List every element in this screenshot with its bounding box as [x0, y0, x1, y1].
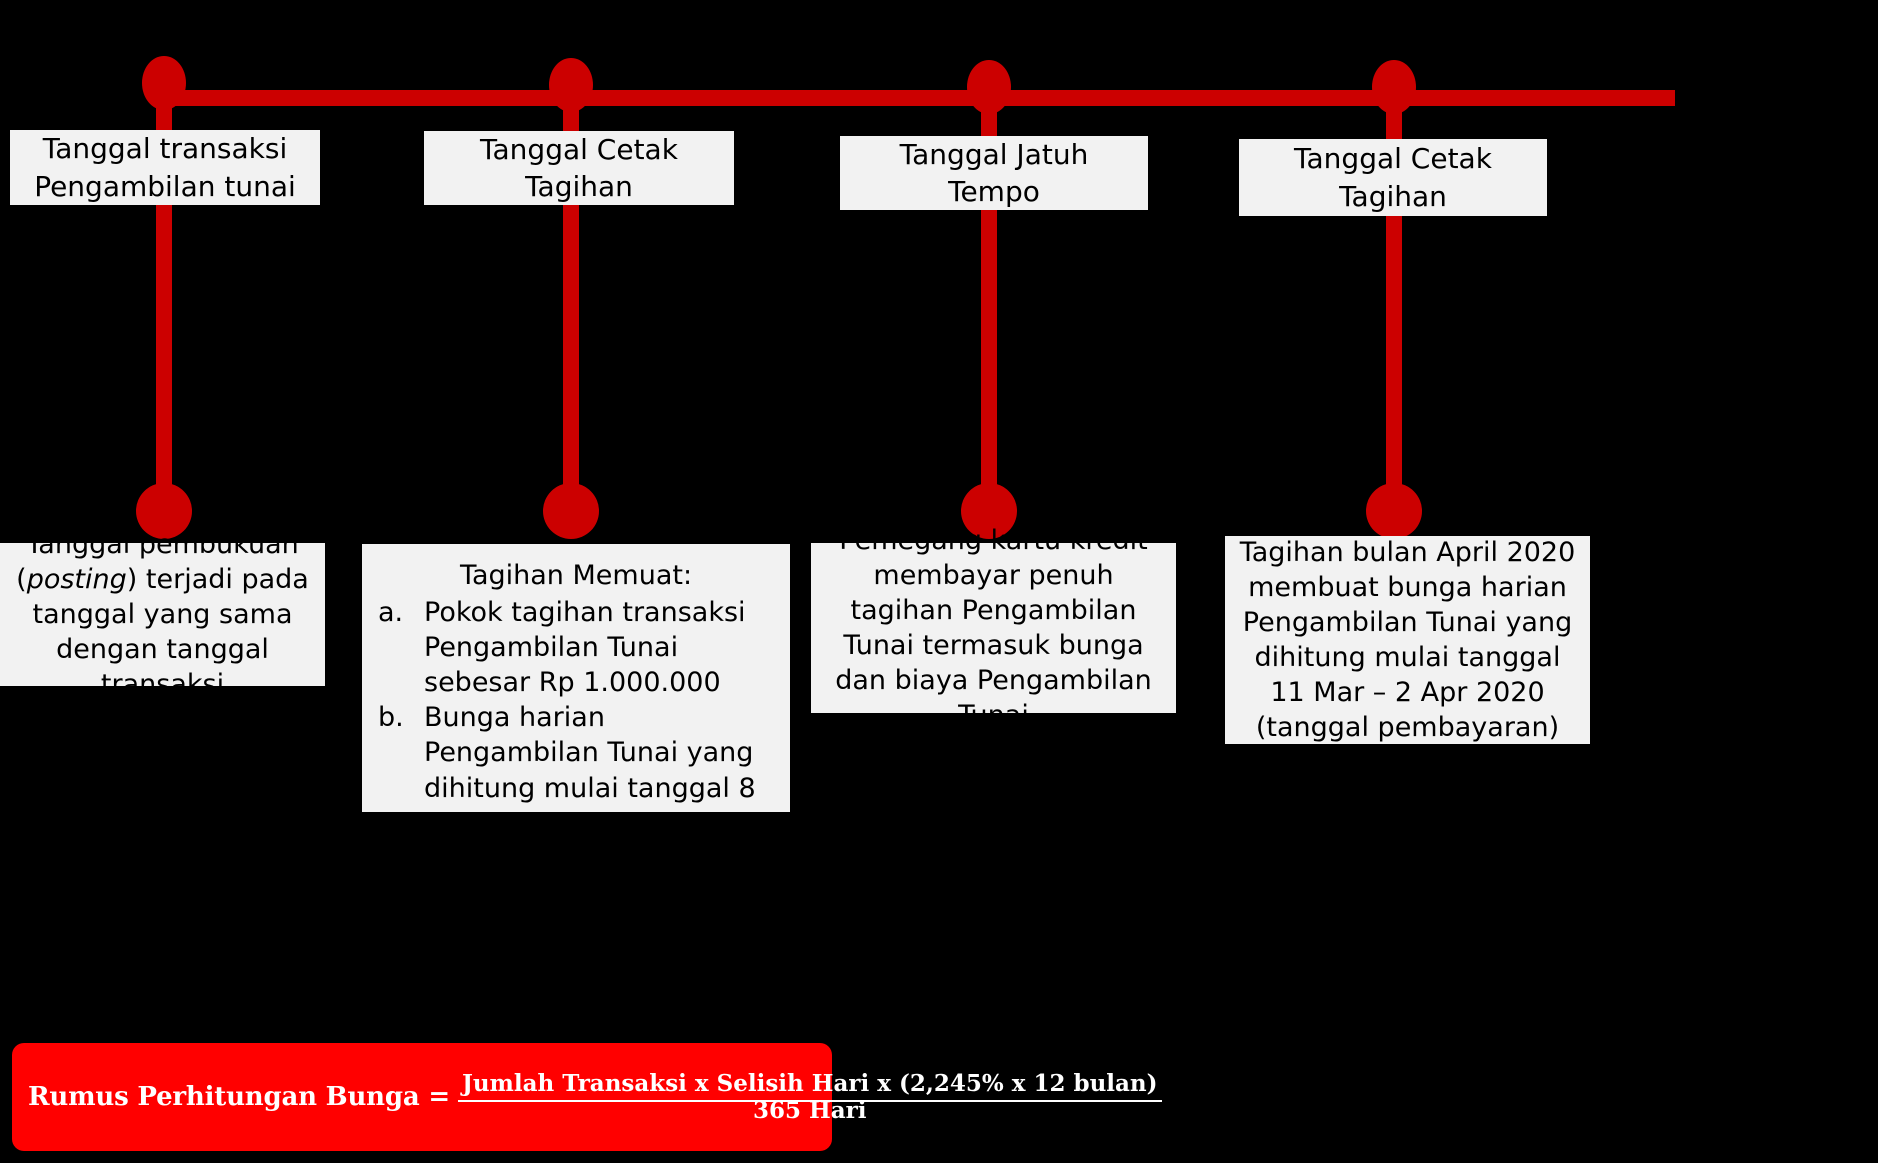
top-label-box-3[interactable]: Tanggal Jatuh Tempo [840, 136, 1148, 210]
description-box-3[interactable]: Pemegang kartu kredit membayar penuh tag… [811, 525, 1176, 731]
description-2-list: a. Pokok tagihan transaksi Pengambilan T… [378, 595, 774, 876]
list-item: b. Bunga harian Pengambilan Tunai yang d… [378, 700, 774, 840]
list-marker-b: b. [378, 702, 404, 734]
top-label-box-4[interactable]: Tanggal Cetak Tagihan [1239, 139, 1547, 216]
top-label-1-line2: Pengambilan tunai [34, 169, 296, 203]
description-3-text: Pemegang kartu kredit membayar penuh tag… [835, 524, 1152, 732]
timeline-endpoint-dot-3 [961, 483, 1017, 539]
description-box-2[interactable]: Tagihan Memuat: a. Pokok tagihan transak… [362, 544, 790, 874]
top-label-3-line2: Tempo [948, 175, 1040, 208]
timeline-rail [175, 90, 1675, 106]
timeline-endpoint-dot-1 [136, 483, 192, 539]
description-1-italic: posting [26, 563, 127, 595]
description-1-text-b: ) terjadi pada tanggal yang sama dengan … [32, 563, 309, 701]
description-2-heading: Tagihan Memuat: [459, 560, 693, 591]
interest-formula-banner[interactable]: Rumus Perhitungan Bunga = Jumlah Transak… [12, 1043, 1162, 1151]
top-label-1-line1: Tanggal transaksi [42, 132, 288, 166]
top-label-3-line1: Tanggal Jatuh [899, 137, 1089, 171]
formula-numerator: Jumlah Transaksi x Selisih Hari x (2,245… [457, 1070, 1162, 1102]
description-4-text: Tagihan bulan April 2020 membuat bunga h… [1239, 536, 1576, 744]
list-text-c: Biaya Pengambilan Tunai [424, 842, 762, 874]
timeline-endpoint-dot-2 [543, 483, 599, 539]
list-marker-a: a. [378, 597, 404, 629]
top-label-4-line1: Tanggal Cetak [1294, 142, 1492, 176]
top-label-box-2[interactable]: Tanggal Cetak Tagihan [424, 131, 734, 205]
description-1-text-a: Tanggal pembukuan ( [16, 528, 299, 595]
list-text-b: Bunga harian Pengambilan Tunai yang dihi… [424, 702, 756, 839]
top-label-4-line2: Tagihan [1339, 179, 1447, 213]
description-box-1[interactable]: Tanggal pembukuan (posting) terjadi pada… [0, 529, 325, 700]
list-marker-c: c. [378, 842, 402, 874]
top-label-box-1[interactable]: Tanggal transaksi Pengambilan tunai [10, 130, 320, 205]
top-label-2-line2: Tagihan [525, 170, 633, 203]
timeline-endpoint-dot-4 [1366, 483, 1422, 539]
formula-label: Rumus Perhitungan Bunga = [28, 1082, 450, 1112]
description-box-4[interactable]: Tagihan bulan April 2020 membuat bunga h… [1225, 536, 1590, 744]
top-label-2-line1: Tanggal Cetak [480, 132, 678, 166]
list-text-a: Pokok tagihan transaksi Pengambilan Tuna… [424, 597, 746, 699]
formula-fraction: Jumlah Transaksi x Selisih Hari x (2,245… [457, 1070, 1162, 1124]
list-item: c. Biaya Pengambilan Tunai [378, 841, 774, 876]
list-item: a. Pokok tagihan transaksi Pengambilan T… [378, 595, 774, 700]
formula-denominator: 365 Hari [752, 1097, 867, 1124]
